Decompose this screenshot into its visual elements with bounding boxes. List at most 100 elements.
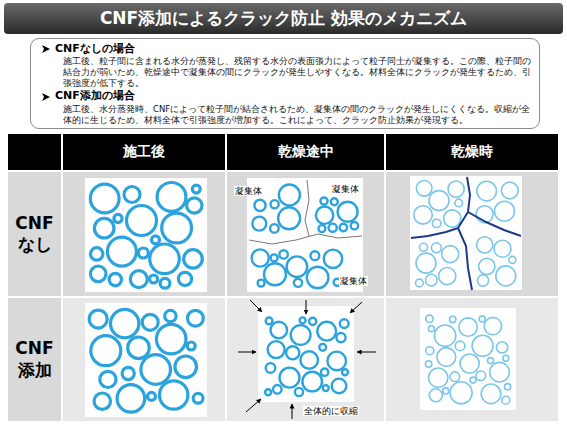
particle <box>431 243 441 253</box>
particle <box>495 201 515 221</box>
particle <box>279 250 287 258</box>
particle <box>472 335 493 356</box>
particle <box>107 237 136 266</box>
particle <box>128 337 150 359</box>
particle <box>432 219 440 227</box>
particle <box>124 187 140 203</box>
particle <box>455 199 463 207</box>
particle <box>294 279 302 287</box>
column-heading: 施工後 <box>123 143 165 161</box>
particle <box>443 388 449 394</box>
particle <box>160 381 188 409</box>
particle <box>496 266 516 286</box>
particle <box>488 358 494 364</box>
particle <box>279 185 300 206</box>
particle <box>332 379 347 394</box>
particle <box>479 258 495 274</box>
particle <box>268 341 285 358</box>
particle <box>429 368 448 387</box>
particle <box>258 280 265 287</box>
annotation-label: 全体的に収縮 <box>303 406 359 416</box>
particle <box>187 342 195 350</box>
section-heading: CNFなしの場合 <box>55 42 135 56</box>
particle <box>156 324 186 354</box>
particle <box>192 185 200 193</box>
row-heading: CNF 添加 <box>13 338 57 381</box>
particle <box>178 272 191 285</box>
particle <box>448 181 464 197</box>
row-label-cell: CNF 添加 <box>8 298 61 421</box>
particle <box>420 243 428 251</box>
column-heading: 乾燥時 <box>451 143 493 161</box>
particle <box>450 316 456 322</box>
particle <box>503 355 509 361</box>
particle <box>317 322 336 341</box>
particle <box>494 240 511 257</box>
particle <box>109 273 121 285</box>
particle <box>460 354 479 373</box>
row-label-cell: CNF なし <box>8 172 61 296</box>
particle <box>287 256 308 277</box>
particle <box>442 246 459 263</box>
particle <box>340 319 349 328</box>
particle <box>254 200 265 211</box>
particle <box>165 310 176 321</box>
title-bar: CNF添加によるクラック防止 効果のメカニズム <box>4 3 563 34</box>
particle <box>91 336 121 366</box>
particle <box>340 224 347 231</box>
particle <box>450 372 460 382</box>
column-heading: 乾燥途中 <box>278 143 334 161</box>
particle <box>329 224 337 232</box>
row-band <box>8 298 558 421</box>
header-cell: 乾燥途中 <box>227 134 384 170</box>
particle <box>324 250 342 268</box>
particle <box>426 315 433 322</box>
particle <box>141 355 171 385</box>
bullet-heading-row: CNF添加の場合 <box>41 89 531 103</box>
grid-lines <box>8 134 558 421</box>
gap-line <box>305 180 309 236</box>
particle <box>307 267 329 289</box>
particle <box>426 274 438 286</box>
particle <box>90 266 106 282</box>
particle <box>484 317 501 334</box>
annotation-label: 凝集体 <box>331 184 360 194</box>
particle <box>100 371 116 387</box>
particle <box>351 222 358 229</box>
row-heading: CNF なし <box>13 213 57 256</box>
particle <box>338 202 358 222</box>
particle <box>470 377 476 383</box>
particle <box>138 248 148 258</box>
particle <box>502 396 510 404</box>
bullet-arrow <box>41 44 51 54</box>
particle <box>416 253 436 273</box>
particle <box>336 333 345 342</box>
particle <box>497 342 508 353</box>
particle <box>414 206 432 224</box>
particle <box>280 368 300 388</box>
particle <box>266 363 276 373</box>
particle <box>160 278 170 288</box>
bullet-heading-row: CNFなしの場合 <box>41 42 531 56</box>
particle <box>331 198 338 205</box>
header-band <box>8 134 558 170</box>
particle <box>278 207 300 229</box>
particle <box>271 254 278 261</box>
particle <box>481 384 501 404</box>
particles <box>89 181 518 413</box>
particle <box>477 275 488 286</box>
particle <box>320 198 327 205</box>
annotation-label: 凝集体 <box>339 276 368 286</box>
particle <box>187 198 202 213</box>
particle <box>434 325 455 346</box>
particle <box>150 275 158 283</box>
particle <box>319 344 326 351</box>
particle <box>175 356 197 378</box>
particle <box>270 224 279 233</box>
annotation-label: 凝集体 <box>234 186 263 196</box>
particle <box>90 184 119 213</box>
description-box: CNFなしの場合施工後、粒子間に含まれる水分が蒸発し、残留する水分の表面張力によ… <box>30 38 540 129</box>
particle <box>429 191 449 211</box>
gap-line <box>249 234 362 244</box>
particle <box>152 236 160 244</box>
